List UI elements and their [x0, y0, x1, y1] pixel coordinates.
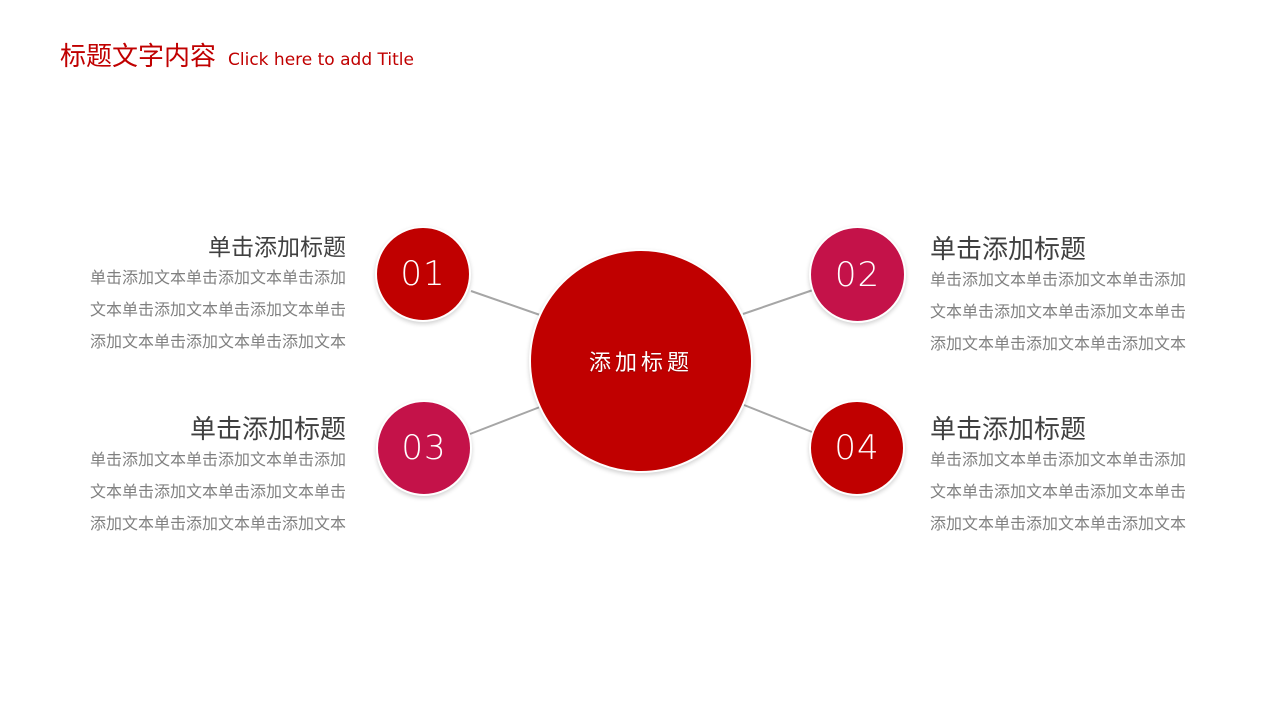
block-title-01[interactable]: 单击添加标题 — [208, 235, 346, 261]
slide-header: 标题文字内容 Click here to add Title — [60, 36, 414, 76]
body-line: 单击添加文本单击添加文本单击添加 — [930, 270, 1187, 289]
text-block-04: 单击添加标题 单击添加文本单击添加文本单击添加 文本单击添加文本单击添加文本单击… — [930, 414, 1220, 540]
body-line: 单击添加文本单击添加文本单击添加 — [89, 268, 346, 287]
body-line: 文本单击添加文本单击添加文本单击 — [89, 482, 346, 501]
text-block-02: 单击添加标题 单击添加文本单击添加文本单击添加 文本单击添加文本单击添加文本单击… — [930, 234, 1220, 360]
node-circle-02[interactable]: 02 — [809, 226, 906, 323]
node-number-02: 02 — [834, 254, 881, 295]
center-label: 添加标题 — [588, 351, 693, 376]
block-body-03[interactable]: 单击添加文本单击添加文本单击添加 文本单击添加文本单击添加文本单击 添加文本单击… — [56, 444, 346, 540]
node-number-01: 01 — [400, 254, 446, 294]
node-circle-01[interactable]: 01 — [375, 226, 471, 322]
block-title-04[interactable]: 单击添加标题 — [930, 415, 1087, 445]
slide-title[interactable]: 标题文字内容 — [60, 42, 217, 72]
block-body-01[interactable]: 单击添加文本单击添加文本单击添加 文本单击添加文本单击添加文本单击 添加文本单击… — [56, 262, 346, 358]
body-line: 添加文本单击添加文本单击添加文本 — [89, 514, 346, 533]
body-line: 添加文本单击添加文本单击添加文本 — [930, 334, 1187, 353]
node-circle-03[interactable]: 03 — [376, 400, 472, 496]
block-title-03[interactable]: 单击添加标题 — [189, 415, 346, 445]
connector-02 — [742, 289, 814, 315]
body-line: 单击添加文本单击添加文本单击添加 — [89, 450, 346, 469]
body-line: 文本单击添加文本单击添加文本单击 — [930, 302, 1187, 321]
text-block-01: 单击添加标题 单击添加文本单击添加文本单击添加 文本单击添加文本单击添加文本单击… — [56, 232, 346, 358]
connector-01 — [470, 290, 541, 316]
center-circle[interactable]: 添加标题 — [529, 249, 753, 473]
body-line: 添加文本单击添加文本单击添加文本 — [89, 332, 346, 351]
connector-04 — [743, 404, 813, 433]
slide-subtitle[interactable]: Click here to add Title — [228, 50, 414, 70]
node-number-04: 04 — [834, 428, 880, 468]
body-line: 文本单击添加文本单击添加文本单击 — [89, 300, 346, 319]
node-circle-04[interactable]: 04 — [809, 400, 905, 496]
node-number-03: 03 — [401, 428, 447, 468]
body-line: 文本单击添加文本单击添加文本单击 — [930, 482, 1187, 501]
block-title-02[interactable]: 单击添加标题 — [930, 235, 1087, 265]
body-line: 添加文本单击添加文本单击添加文本 — [930, 514, 1187, 533]
block-body-02[interactable]: 单击添加文本单击添加文本单击添加 文本单击添加文本单击添加文本单击 添加文本单击… — [930, 264, 1220, 360]
text-block-03: 单击添加标题 单击添加文本单击添加文本单击添加 文本单击添加文本单击添加文本单击… — [56, 414, 346, 540]
block-body-04[interactable]: 单击添加文本单击添加文本单击添加 文本单击添加文本单击添加文本单击 添加文本单击… — [930, 444, 1220, 540]
body-line: 单击添加文本单击添加文本单击添加 — [930, 450, 1187, 469]
connector-03 — [469, 406, 541, 435]
